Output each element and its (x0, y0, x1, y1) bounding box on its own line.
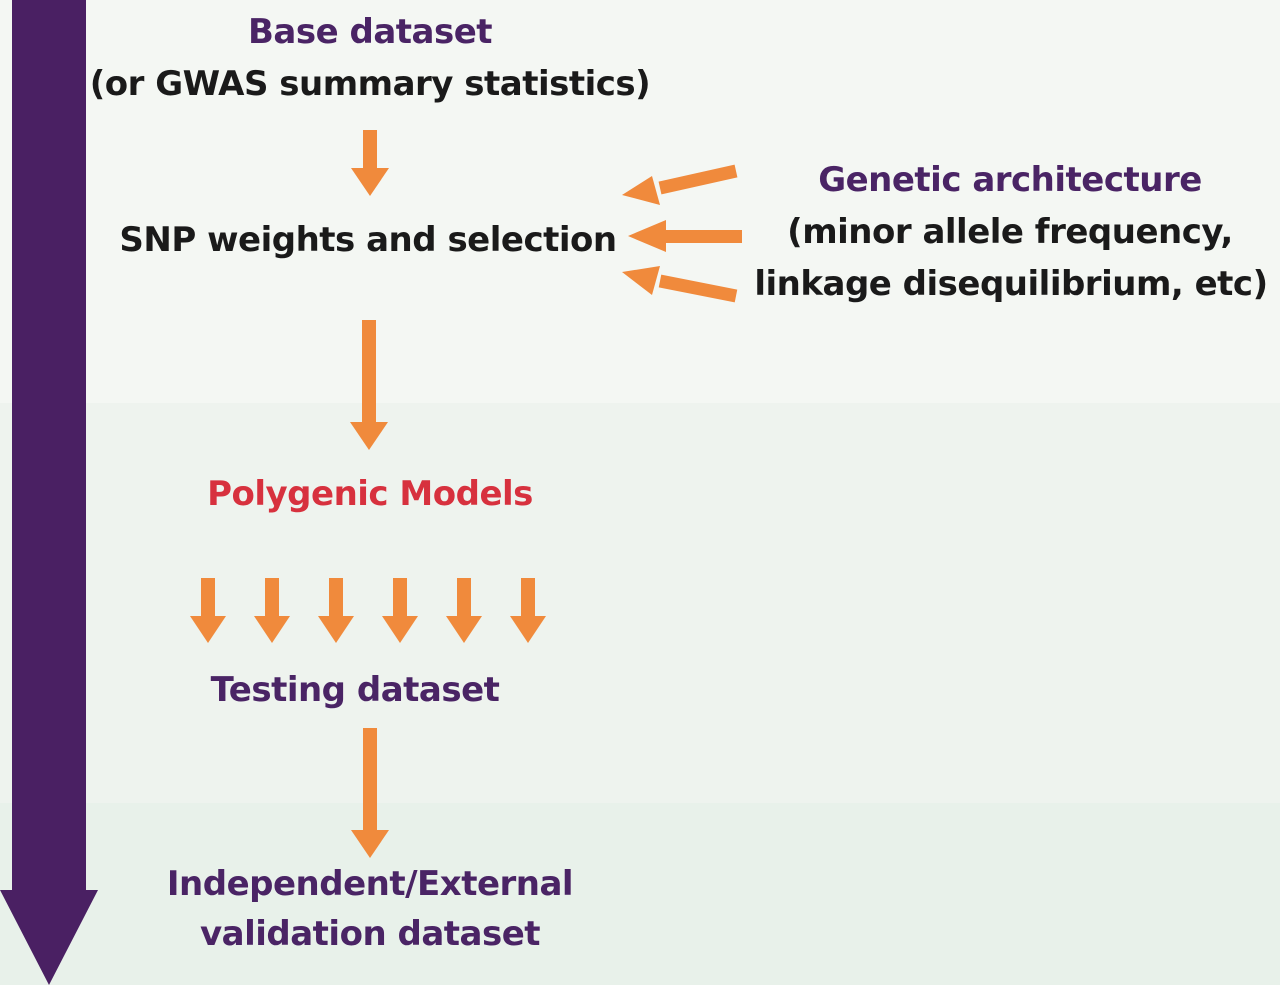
arrow-genetic-lower (622, 266, 738, 303)
model-arrow-5 (446, 578, 482, 643)
polygenic-models-label: Polygenic Models (207, 474, 533, 514)
arrows-genetic-to-snp (622, 164, 742, 303)
stage-band-validation (0, 803, 1280, 985)
base-dataset-title: Base dataset (247, 12, 493, 52)
stage-band-base (0, 0, 1280, 403)
snp-weights-label: SNP weights and selection (119, 220, 617, 260)
model-arrow-1 (190, 578, 226, 643)
testing-dataset-label: Testing dataset (210, 670, 500, 710)
timeline-arrow (0, 0, 98, 985)
arrow-testing-to-validation (351, 728, 389, 858)
genetic-architecture-line1: (minor allele frequency, (787, 212, 1233, 252)
arrow-genetic-upper (622, 164, 738, 205)
model-arrow-6 (510, 578, 546, 643)
validation-dataset-line2: validation dataset (199, 914, 541, 954)
validation-dataset-line1: Independent/External (166, 864, 574, 904)
genetic-architecture-title: Genetic architecture (818, 160, 1202, 200)
arrow-snp-to-models (350, 320, 388, 450)
base-dataset-subtitle: (or GWAS summary statistics) (89, 64, 651, 104)
arrow-genetic-middle (628, 220, 742, 252)
model-arrow-4 (382, 578, 418, 643)
arrows-models-to-testing (190, 578, 546, 643)
arrow-base-to-snp (351, 130, 389, 196)
genetic-architecture-line2: linkage disequilibrium, etc) (754, 264, 1268, 304)
model-arrow-3 (318, 578, 354, 643)
model-arrow-2 (254, 578, 290, 643)
